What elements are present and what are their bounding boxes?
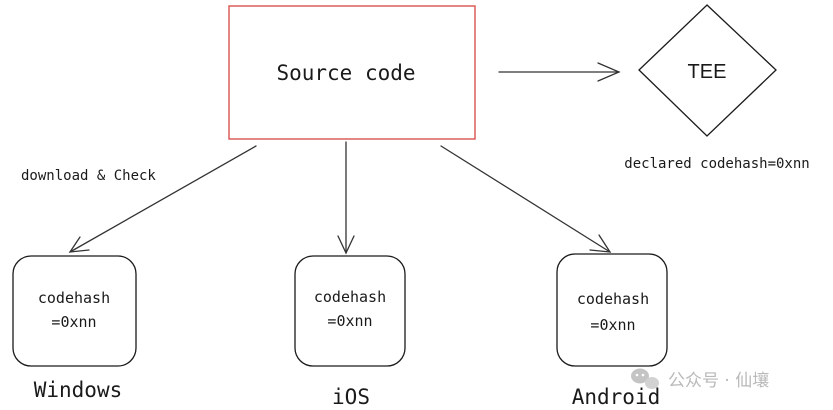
codehash-value: =0xnn (590, 316, 635, 334)
wechat-logo-icon (631, 368, 659, 389)
tee-label: TEE (688, 61, 727, 83)
client-box-windows (12, 255, 137, 367)
source-code-label: Source code (276, 61, 415, 85)
edge-label-download-check: download & Check (21, 168, 156, 184)
tee-diamond (638, 4, 777, 137)
codehash-label: codehash (38, 289, 110, 307)
watermark-text: 公众号 · 仙壤 (668, 370, 769, 391)
platform-label-windows: Windows (34, 378, 123, 402)
platform-label-android: Android (572, 385, 661, 409)
arrow-to-ios (337, 141, 355, 255)
arrow-to-android (440, 145, 612, 253)
codehash-label: codehash (577, 290, 649, 308)
source-code-node: Source code (228, 5, 476, 140)
platform-label-ios: iOS (332, 385, 370, 409)
watermark: 公众号 · 仙壤 (631, 368, 769, 391)
client-node-android: codehash =0xnn Android (556, 253, 668, 409)
arrow-to-windows (68, 145, 257, 253)
client-node-ios: codehash =0xnn iOS (294, 255, 406, 409)
client-box-android (556, 253, 668, 367)
tee-node: TEE declared codehash=0xnn (624, 4, 810, 172)
client-box-ios (294, 255, 406, 367)
tee-caption: declared codehash=0xnn (624, 156, 809, 172)
codehash-value: =0xnn (327, 312, 372, 330)
codehash-label: codehash (314, 288, 386, 306)
arrow-source-to-tee (498, 62, 621, 82)
client-node-windows: codehash =0xnn Windows (12, 255, 137, 402)
source-code-box (228, 5, 476, 140)
codehash-value: =0xnn (51, 313, 96, 331)
